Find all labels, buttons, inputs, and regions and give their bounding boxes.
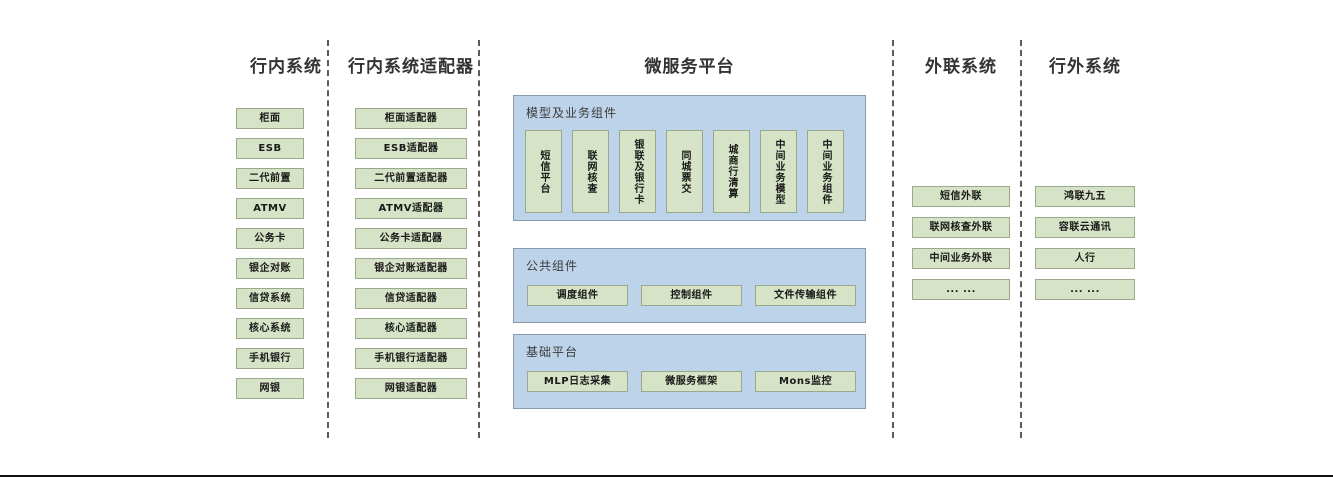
node-model_business-5[interactable]: 城商行清算 [713,130,750,213]
node-model_business-3[interactable]: 银联及银行卡 [619,130,656,213]
node-adapter-4[interactable]: ATMV适配器 [355,198,467,219]
node-internal-1[interactable]: 柜面 [236,108,304,129]
node-model_business-2[interactable]: 联网核查 [572,130,609,213]
node-adapter-3[interactable]: 二代前置适配器 [355,168,467,189]
node-common_components-3[interactable]: 文件传输组件 [755,285,856,306]
column-title-platform: 微服务平台 [644,57,735,77]
group-title-common_components: 公共组件 [526,259,579,273]
node-outside_bank-3[interactable]: 人行 [1035,248,1135,269]
node-internal-10[interactable]: 网银 [236,378,304,399]
group-title-model_business: 模型及业务组件 [526,106,618,120]
node-model_business-7[interactable]: 中间业务组件 [807,130,844,213]
node-outside_bank-1[interactable]: 鸿联九五 [1035,186,1135,207]
node-adapter-5[interactable]: 公务卡适配器 [355,228,467,249]
node-internal-3[interactable]: 二代前置 [236,168,304,189]
node-internal-4[interactable]: ATMV [236,198,304,219]
node-internal-6[interactable]: 银企对账 [236,258,304,279]
node-outside_bank-2[interactable]: 容联云通讯 [1035,217,1135,238]
node-external_link-1[interactable]: 短信外联 [912,186,1010,207]
node-external_link-4[interactable]: ... ... [912,279,1010,300]
group-title-base_platform: 基础平台 [526,345,579,359]
node-base_platform-1[interactable]: MLP日志采集 [527,371,628,392]
node-adapter-2[interactable]: ESB适配器 [355,138,467,159]
column-divider-3 [892,40,894,438]
node-internal-5[interactable]: 公务卡 [236,228,304,249]
node-adapter-10[interactable]: 网银适配器 [355,378,467,399]
column-title-outside_bank: 行外系统 [1049,57,1121,77]
node-base_platform-2[interactable]: 微服务框架 [641,371,742,392]
column-title-external_link: 外联系统 [925,57,997,77]
column-divider-1 [327,40,329,438]
node-common_components-1[interactable]: 调度组件 [527,285,628,306]
node-outside_bank-4[interactable]: ... ... [1035,279,1135,300]
bottom-frame-rule [0,475,1333,477]
node-internal-9[interactable]: 手机银行 [236,348,304,369]
column-title-adapter: 行内系统适配器 [348,57,474,77]
node-external_link-2[interactable]: 联网核查外联 [912,217,1010,238]
node-internal-8[interactable]: 核心系统 [236,318,304,339]
node-internal-7[interactable]: 信贷系统 [236,288,304,309]
node-adapter-6[interactable]: 银企对账适配器 [355,258,467,279]
node-internal-2[interactable]: ESB [236,138,304,159]
node-adapter-7[interactable]: 信贷适配器 [355,288,467,309]
node-model_business-6[interactable]: 中间业务模型 [760,130,797,213]
node-external_link-3[interactable]: 中间业务外联 [912,248,1010,269]
node-base_platform-3[interactable]: Mons监控 [755,371,856,392]
column-title-internal: 行内系统 [250,57,322,77]
node-adapter-9[interactable]: 手机银行适配器 [355,348,467,369]
column-divider-2 [478,40,480,438]
node-adapter-8[interactable]: 核心适配器 [355,318,467,339]
node-adapter-1[interactable]: 柜面适配器 [355,108,467,129]
node-model_business-1[interactable]: 短信平台 [525,130,562,213]
column-divider-4 [1020,40,1022,438]
node-model_business-4[interactable]: 同城票交 [666,130,703,213]
node-common_components-2[interactable]: 控制组件 [641,285,742,306]
